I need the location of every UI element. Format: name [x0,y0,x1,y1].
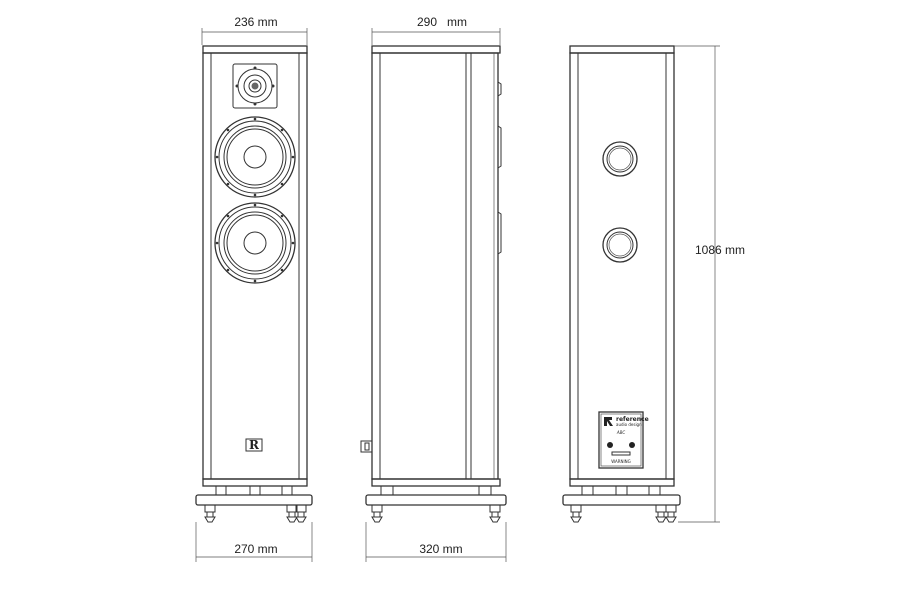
side-bottom-cap [371,478,501,487]
binding-post-positive-icon [629,442,635,448]
side-depth-label: 290 mm [417,15,467,29]
terminal-plate: reference audio design ABC WARNING [598,411,649,469]
tweeter-icon [232,63,278,109]
front-base [195,485,313,523]
side-cabinet [371,52,499,480]
back-top-cap [569,45,675,54]
side-view: 290 mm [360,15,507,562]
front-width-dimension: 236 mm [201,15,308,45]
bass-port-upper-icon [602,141,638,177]
plate-brand-sub: audio design [616,422,642,427]
plate-brand-name: reference [616,416,649,423]
plate-logo-icon [604,417,613,426]
height-dimension: 1086 mm [674,45,745,523]
side-base [365,485,507,523]
back-bottom-cap [569,478,675,487]
side-base-depth-label: 320 mm [419,542,462,556]
plate-warning-text: WARNING [611,459,631,464]
front-base-dimension: 270 mm [195,522,313,562]
side-depth-dimension: 290 mm [371,15,501,45]
plate-cert-mark: ABC [616,430,625,435]
side-top-cap [371,45,501,54]
front-top-cap [202,45,308,54]
front-width-label: 236 mm [234,15,277,29]
height-label: 1086 mm [695,243,745,257]
terminal-knob-icon [360,440,373,453]
woofer-lower-icon [214,202,296,284]
bass-port-lower-icon [602,227,638,263]
back-view: reference audio design ABC WARNING [562,45,745,523]
front-base-width-label: 270 mm [234,542,277,556]
brand-logo-icon: R [245,438,263,452]
front-view: 236 mm [195,15,313,562]
front-bottom-cap [202,478,308,487]
binding-post-negative-icon [607,442,613,448]
back-base [562,485,681,523]
svg-text:R: R [249,438,260,452]
plate-label-strip [611,451,631,456]
woofer-upper-icon [214,116,296,198]
side-base-dimension: 320 mm [365,522,507,562]
